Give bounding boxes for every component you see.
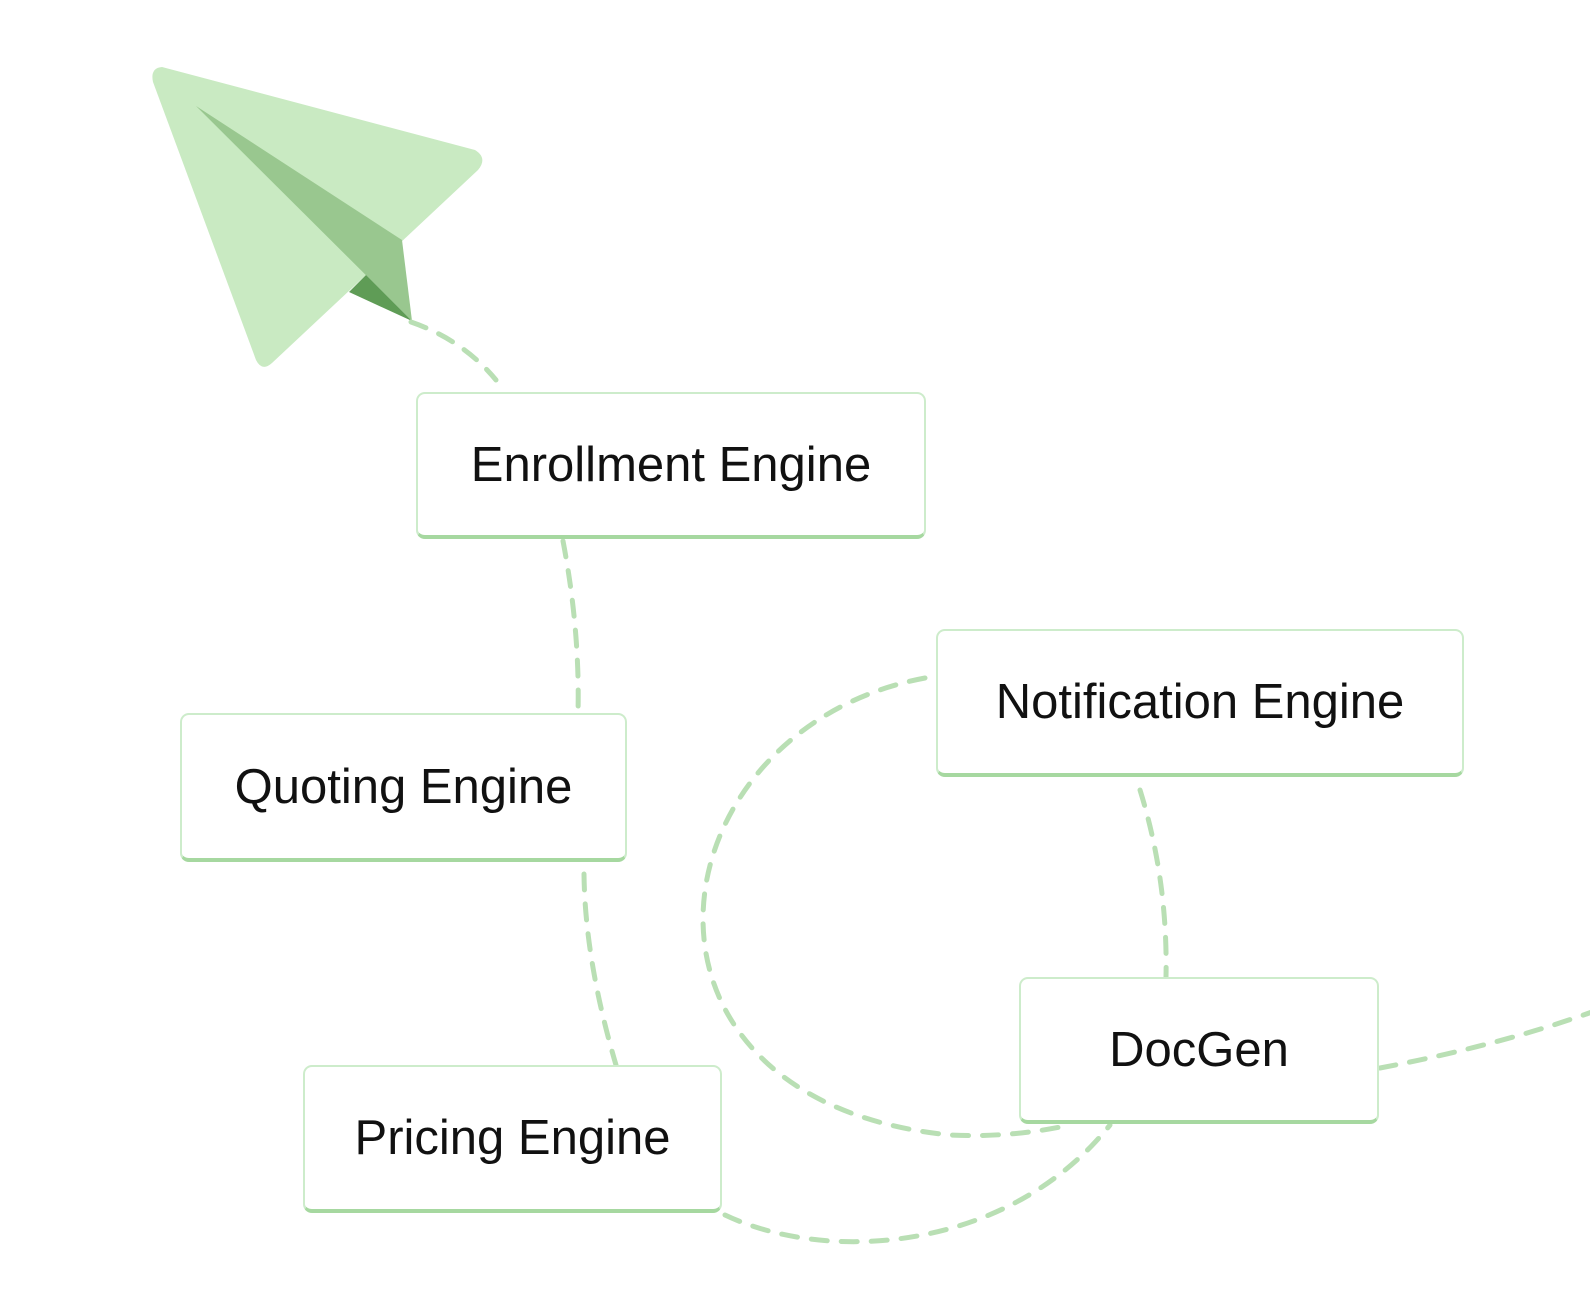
connector-docgen-notification-loop (700, 675, 1073, 1139)
connector-notification-docgen (1137, 787, 1169, 980)
node-notification-engine[interactable]: Notification Engine (936, 629, 1464, 777)
node-label: Pricing Engine (354, 1111, 671, 1165)
paper-plane-icon (152, 67, 483, 367)
node-label: Notification Engine (995, 675, 1405, 729)
connector-quoting-enrollment (560, 538, 581, 716)
node-pricing-engine[interactable]: Pricing Engine (303, 1065, 722, 1213)
connector-pricing-docgen (722, 1122, 1113, 1245)
node-quoting-engine[interactable]: Quoting Engine (180, 713, 627, 862)
node-label: Quoting Engine (234, 759, 573, 814)
node-docgen[interactable]: DocGen (1019, 977, 1379, 1124)
node-label: Enrollment Engine (470, 437, 872, 492)
connector-pricing-quoting (581, 871, 619, 1068)
node-enrollment-engine[interactable]: Enrollment Engine (416, 392, 926, 539)
connector-enrollment-plane (408, 319, 499, 383)
connector-docgen-offscreen (1377, 1010, 1590, 1071)
node-label: DocGen (1109, 1022, 1289, 1077)
